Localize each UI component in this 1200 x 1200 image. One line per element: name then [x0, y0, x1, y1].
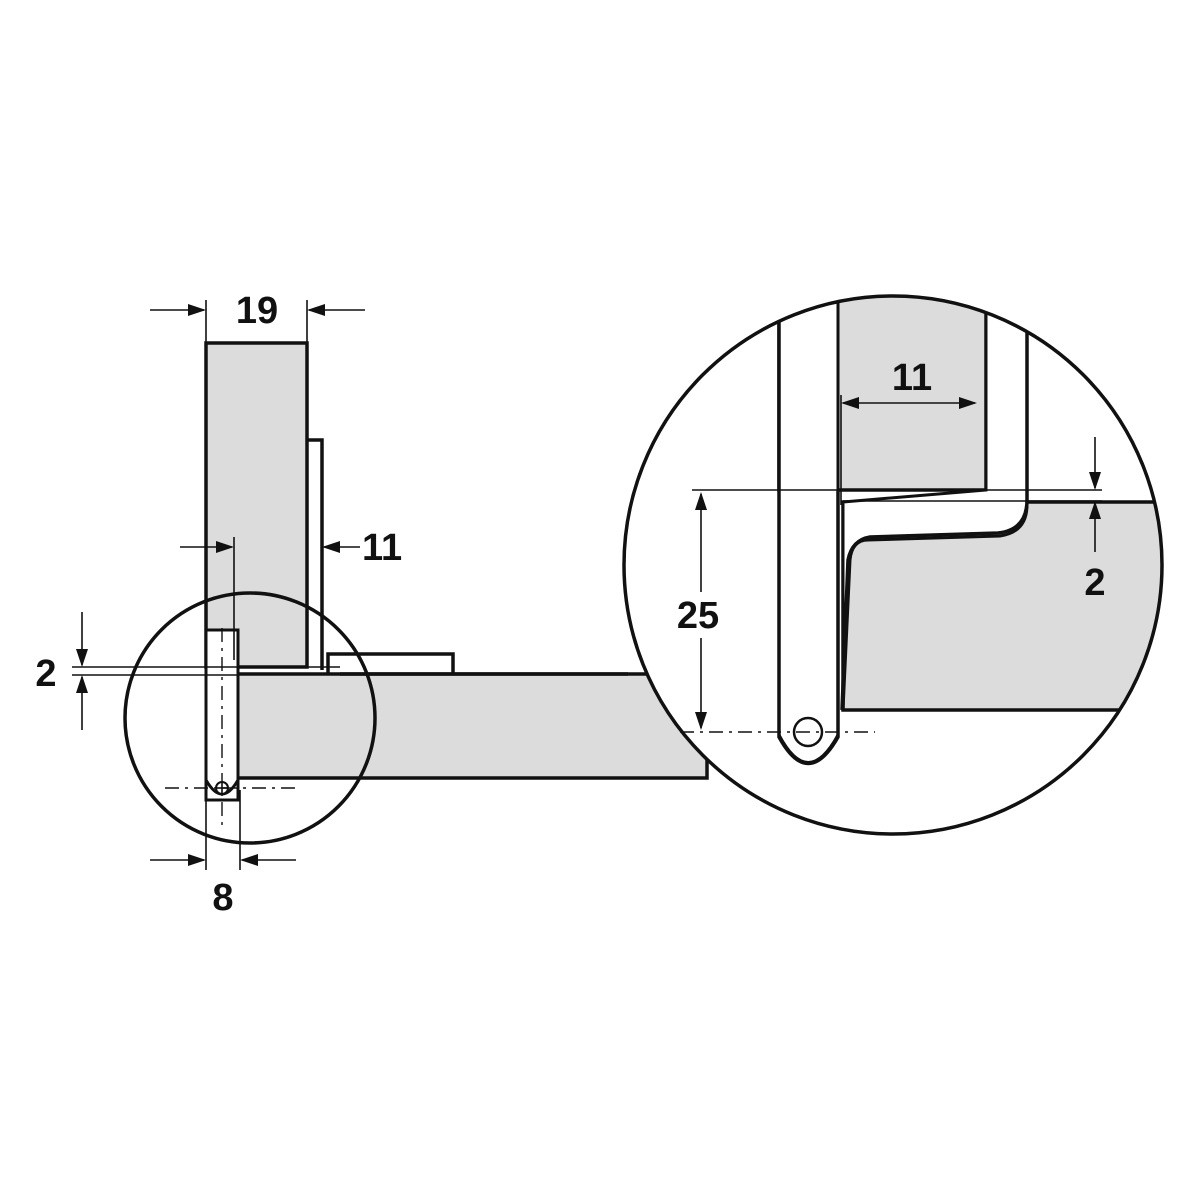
hinge-block [326, 652, 455, 674]
detail-pivot-arm [777, 296, 840, 764]
side-panel [204, 341, 309, 669]
overview-view [165, 341, 709, 830]
dim-label-2-detail: 2 [1084, 562, 1105, 604]
detail-dim-gap: 2 [692, 437, 1106, 604]
dim-panel-thickness: 19 [150, 290, 365, 343]
dim-label-11-detail: 11 [892, 357, 932, 399]
detail-view [624, 296, 1162, 834]
detail-dim-hinge-offset: 11 [840, 357, 977, 505]
dim-label-2-overview: 2 [35, 653, 56, 695]
magnifier-circle [123, 591, 377, 845]
dim-hinge-offset: 11 [180, 527, 402, 660]
detail-dim-pivot-height: 25 [668, 492, 734, 730]
dim-gap-overview: 2 [35, 612, 340, 730]
dim-pivot-width: 8 [150, 790, 296, 919]
dim-label-25: 25 [677, 595, 719, 637]
dim-label-19: 19 [236, 290, 278, 332]
hinge-plate [307, 438, 324, 670]
base-panel [235, 672, 709, 780]
detail-circle [622, 294, 1164, 836]
dim-label-8: 8 [212, 877, 233, 919]
dim-label-11-overview: 11 [362, 527, 402, 569]
